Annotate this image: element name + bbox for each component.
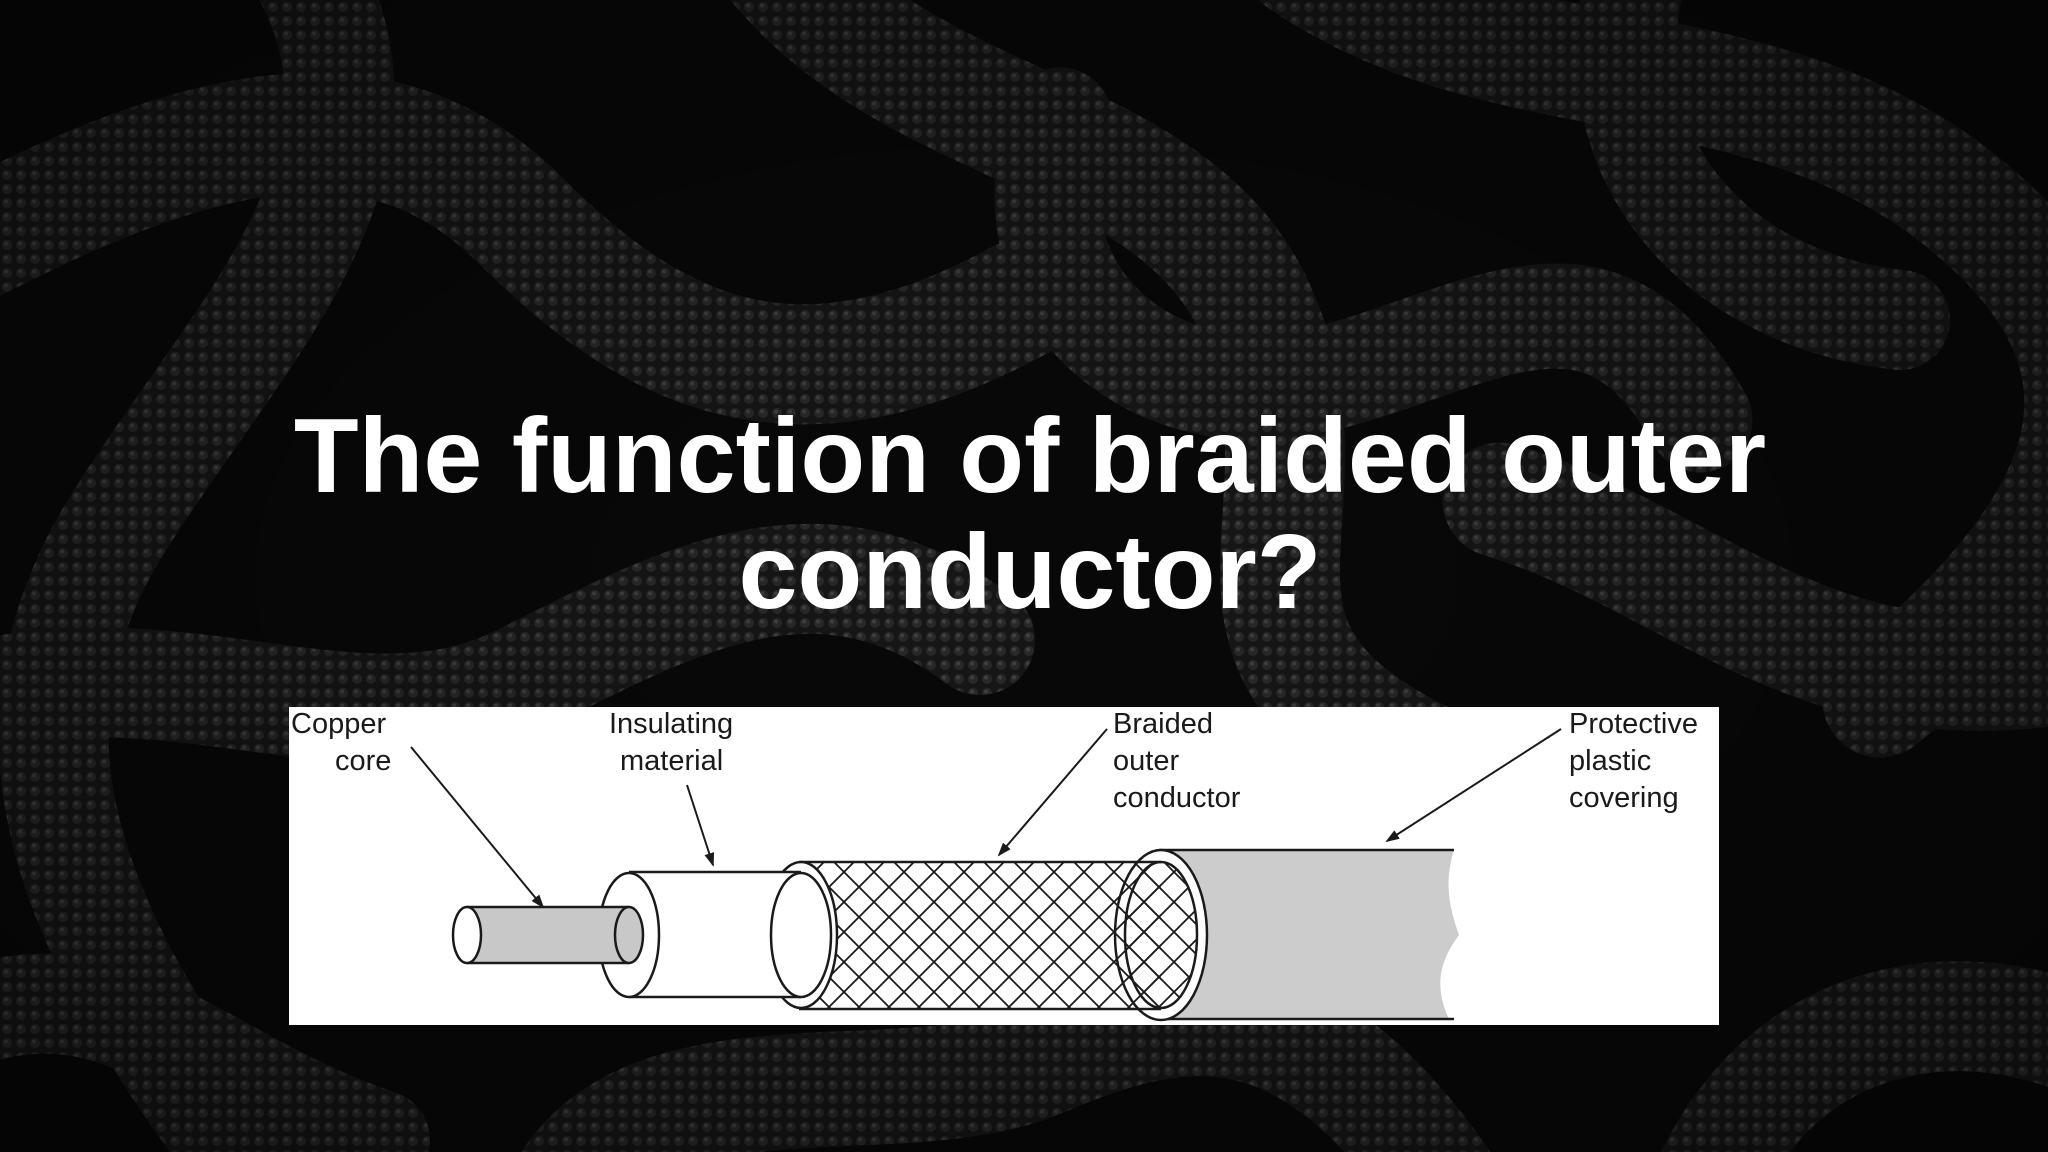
slide-title-line-2: conductor? [738,513,1322,631]
label-braided-line-2: outer [1113,745,1179,777]
label-insulating-material-line-1: Insulating [609,708,733,740]
label-copper-core-line-2: core [335,745,391,777]
coaxial-cable-diagram: Copper core Insulating material Braided … [289,707,1719,1025]
label-braided-line-1: Braided [1113,708,1213,740]
label-protective-line-3: covering [1569,782,1679,814]
label-protective-line-1: Protective [1569,708,1698,740]
copper-core-segment [451,905,645,965]
label-copper-core-line-1: Copper [291,708,386,740]
label-braided-line-3: conductor [1113,782,1241,814]
slide-title: The function of braided outer conductor? [180,398,1880,630]
label-insulating-material-line-2: material [620,745,723,777]
label-protective-plastic-covering: Protective plastic covering [1569,708,1706,814]
arrow-copper-core [410,746,545,909]
coaxial-cable-illustration: Copper core Insulating material Braided … [291,708,1706,1022]
arrow-braided-conductor [997,728,1108,857]
arrow-insulating-material [686,784,715,867]
label-insulating-material: Insulating material [609,708,741,777]
leader-arrows [410,728,1562,909]
label-braided-outer-conductor: Braided outer conductor [1113,708,1241,814]
label-copper-core: Copper core [291,708,394,777]
arrow-protective-covering [1385,728,1562,843]
label-protective-line-2: plastic [1569,745,1651,777]
slide-title-line-1: The function of braided outer [293,397,1767,515]
